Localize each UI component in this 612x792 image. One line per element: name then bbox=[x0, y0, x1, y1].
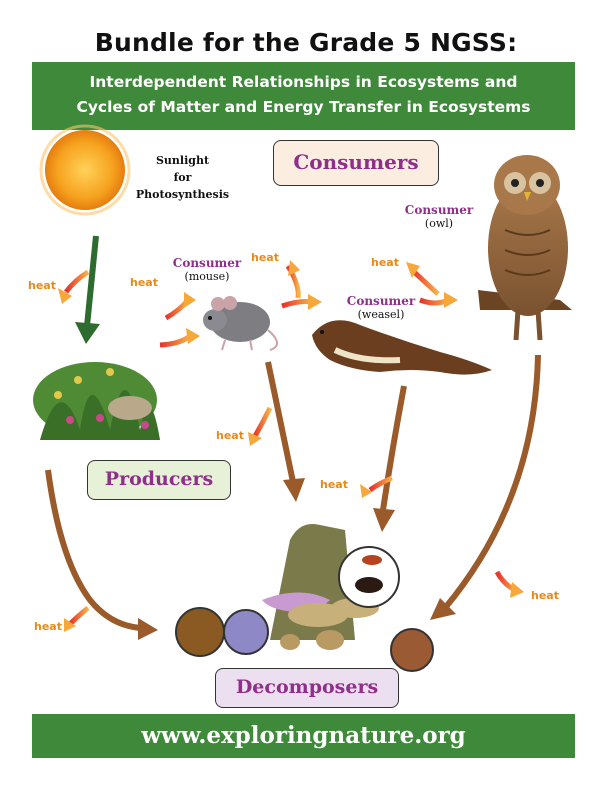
heat-label: heat bbox=[531, 589, 559, 602]
page-title: Bundle for the Grade 5 NGSS: bbox=[94, 28, 518, 57]
decomposer-stump bbox=[262, 524, 400, 650]
heat-arrowhead-icon bbox=[288, 260, 300, 276]
heat-label: heat bbox=[251, 251, 279, 264]
sunlight-arrow bbox=[75, 235, 100, 344]
heat-label: heat bbox=[130, 276, 158, 289]
heat-label: heat bbox=[34, 620, 62, 633]
arrowhead-icon bbox=[138, 618, 158, 640]
decomposer-circles bbox=[175, 607, 434, 672]
owl-label: Consumer (owl) bbox=[404, 203, 474, 230]
mouse-label: Consumer (mouse) bbox=[172, 256, 242, 283]
mouse-to-decomposers-arrow bbox=[265, 361, 296, 483]
heat-label: heat bbox=[28, 279, 56, 292]
heat-arrowhead-icon bbox=[184, 292, 196, 308]
decomposers-box: Decomposers bbox=[215, 668, 399, 708]
heat-arrowhead-icon bbox=[444, 292, 458, 308]
owl-illustration bbox=[478, 155, 572, 341]
heat-arrowhead-icon bbox=[510, 582, 524, 598]
banner-line-1: Interdependent Relationships in Ecosyste… bbox=[89, 73, 518, 91]
banner-line-2: Cycles of Matter and Energy Transfer in … bbox=[76, 98, 531, 116]
heat-arrowhead-icon bbox=[64, 618, 76, 632]
subtitle-banner: Interdependent Relationships in Ecosyste… bbox=[32, 62, 575, 130]
producers-box: Producers bbox=[87, 460, 231, 500]
producers-plants bbox=[33, 362, 160, 440]
weasel-to-decomposers-arrow bbox=[380, 385, 407, 511]
heat-arrowhead-icon bbox=[248, 432, 262, 446]
sunlight-label: Sunlight for Photosynthesis bbox=[135, 154, 230, 201]
arrowhead-icon bbox=[373, 508, 395, 532]
heat-label: heat bbox=[216, 429, 244, 442]
weasel-illustration bbox=[312, 320, 492, 375]
heat-label: heat bbox=[371, 256, 399, 269]
heat-arrowhead-icon bbox=[58, 288, 72, 304]
heat-label: heat bbox=[320, 478, 348, 491]
producers-to-decomposers-arrow bbox=[45, 469, 141, 631]
sun-illustration bbox=[39, 124, 131, 216]
arrowhead-icon bbox=[430, 598, 456, 620]
mouse-illustration bbox=[203, 296, 278, 351]
heat-arrowhead-icon bbox=[360, 484, 372, 498]
consumers-box: Consumers bbox=[273, 140, 439, 186]
owl-to-decomposers-arrow bbox=[442, 354, 541, 610]
arrowhead-icon bbox=[283, 478, 305, 502]
heat-arrowhead-icon bbox=[406, 262, 420, 278]
heat-arrowhead-icon bbox=[308, 294, 322, 310]
heat-arrowhead-icon bbox=[186, 328, 200, 344]
weasel-label: Consumer (weasel) bbox=[346, 294, 416, 321]
website-footer[interactable]: www.exploringnature.org bbox=[32, 714, 575, 758]
energy-flow-arrows bbox=[45, 354, 541, 631]
